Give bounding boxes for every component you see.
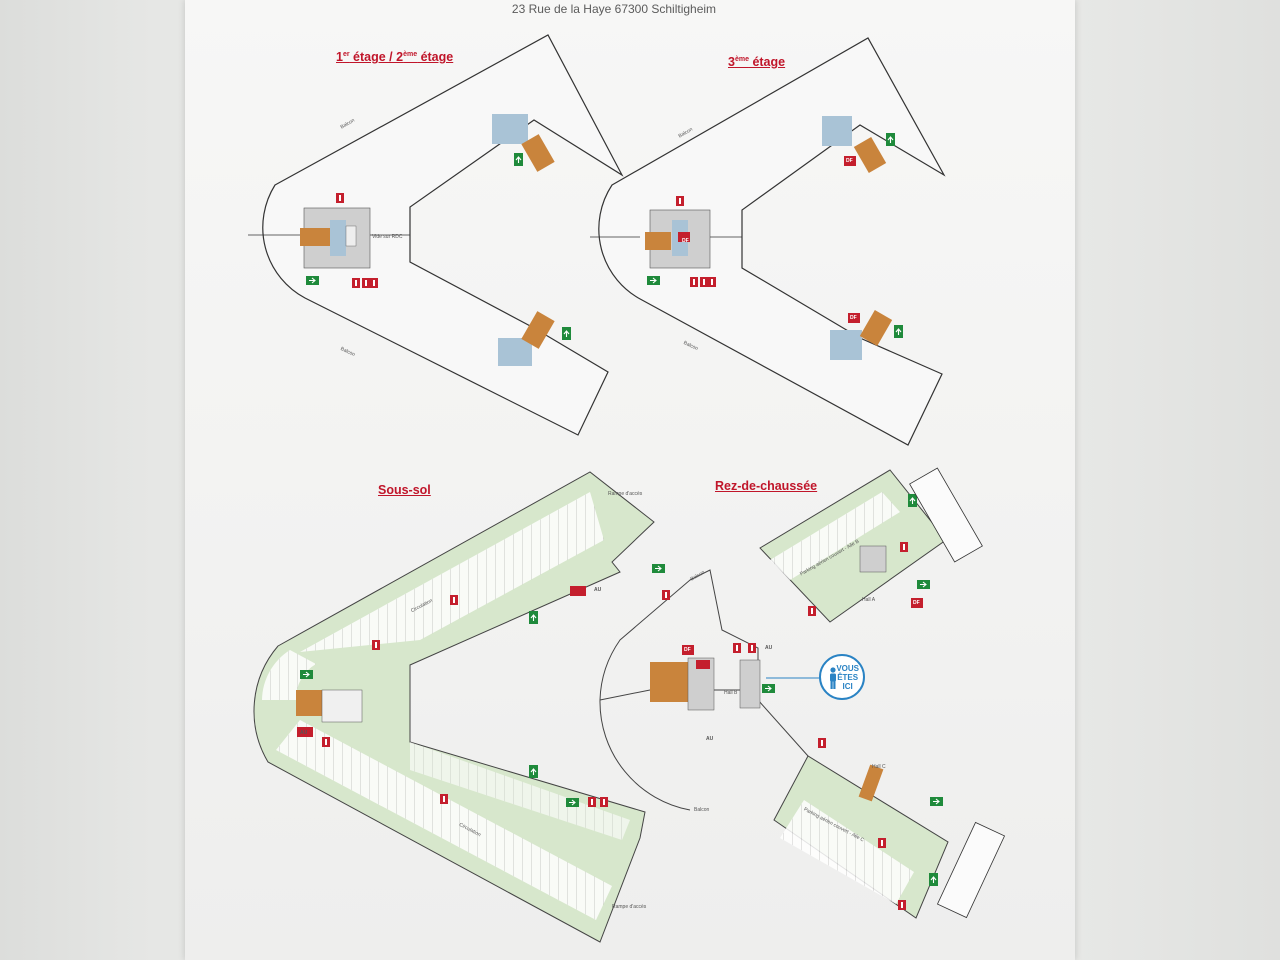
plan-basement: [253, 471, 655, 943]
you-are-here-line2: ÊTES: [837, 672, 859, 682]
label-au: AU: [594, 587, 602, 593]
label-df: DF: [850, 315, 857, 321]
core-floor-3: [645, 116, 904, 360]
you-are-here-line1: VOUS: [836, 663, 859, 673]
label-df: DF: [684, 647, 691, 653]
plan-floor-3: [590, 37, 946, 446]
label-balcony: Balcon: [694, 807, 710, 813]
you-are-here-line3: ICI: [842, 681, 853, 691]
label-hall-a: Hall A: [862, 597, 876, 603]
label-au: AU: [300, 730, 308, 736]
person-icon: [830, 667, 836, 689]
plan-ground-floor: [599, 469, 949, 919]
title-floor-3: 3ème étage: [728, 55, 786, 69]
core-floor-1-2: [300, 114, 572, 366]
address-text: 23 Rue de la Haye 67300 Schiltigheim: [511, 2, 717, 16]
label-au: AU: [765, 645, 773, 651]
label-ramp: Rampe d'accès: [608, 491, 643, 497]
you-are-here-marker: VOUS ÊTES ICI: [819, 654, 865, 700]
label-au: AU: [706, 736, 714, 742]
label-df: DF: [913, 600, 920, 606]
label-hall-b: Hall B: [724, 690, 738, 696]
ramps: [909, 467, 1006, 919]
label-df: DF: [846, 158, 853, 164]
title-ground-floor: Rez-de-chaussée: [715, 479, 818, 493]
label-void: Vide sur RDC: [372, 234, 403, 240]
label-df: DF: [682, 238, 689, 244]
title-floor-1-2: 1er étage / 2ème étage: [336, 50, 454, 64]
label-hall-c: Hall C: [872, 764, 886, 770]
title-basement: Sous-sol: [378, 483, 431, 497]
label-ramp: Rampe d'accès: [612, 904, 647, 910]
